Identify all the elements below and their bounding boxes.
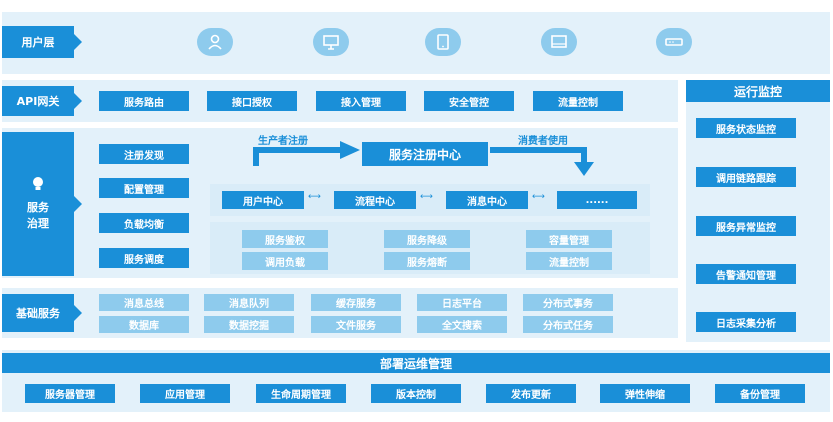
user-icon [197,28,233,56]
governance-grid-item: 容量管理 [526,230,612,248]
base-services-label: 基础服务 [2,294,74,332]
user-layer-label: 用户层 [2,26,74,58]
base-item: 数据库 [99,316,189,333]
monitor-item: 告警通知管理 [696,264,796,284]
monitor-item: 服务状态监控 [696,118,796,138]
deploy-item: 发布更新 [486,384,576,403]
registry-center: 服务注册中心 [362,142,488,166]
base-item: 分布式任务 [523,316,613,333]
base-item: 全文搜索 [417,316,507,333]
governance-left-item: 负载均衡 [99,213,189,233]
base-item: 日志平台 [417,294,507,311]
center-item: 消息中心 [446,191,528,209]
base-item: 缓存服务 [311,294,401,311]
tablet-icon [425,28,461,56]
deploy-item: 弹性伸缩 [600,384,690,403]
api-item: 流量控制 [533,91,623,111]
base-item: 文件服务 [311,316,401,333]
router-icon [656,28,692,56]
governance-left-item: 服务调度 [99,248,189,268]
monitor-item: 调用链路跟踪 [696,167,796,187]
deploy-item: 应用管理 [140,384,230,403]
base-item: 消息总线 [99,294,189,311]
governance-grid-item: 服务熔断 [384,252,470,270]
base-item: 消息队列 [204,294,294,311]
api-item: 接入管理 [316,91,406,111]
base-item: 分布式事务 [523,294,613,311]
monitor-title: 运行监控 [686,80,830,102]
api-item: 安全管控 [424,91,514,111]
monitor-icon [541,28,577,56]
deploy-item: 生命周期管理 [256,384,346,403]
api-gateway-label: API网关 [2,86,74,116]
deploy-item: 版本控制 [371,384,461,403]
monitor-item: 服务异常监控 [696,216,796,236]
deploy-item: 备份管理 [715,384,805,403]
base-item: 数据挖掘 [204,316,294,333]
desktop-icon [313,28,349,56]
governance-label: 服务 治理 [2,132,74,276]
double-arrow-icon: ⟷ [532,192,545,202]
center-item: 用户中心 [222,191,304,209]
lightbulb-icon [33,177,43,190]
consumer-label: 消费者使用 [518,136,568,147]
governance-label-text: 服务 治理 [27,201,49,230]
monitor-item: 日志采集分析 [696,312,796,332]
consumer-arrow [490,147,594,176]
governance-grid-item: 调用负载 [242,252,328,270]
center-item: ...... [557,191,637,209]
governance-left-item: 配置管理 [99,178,189,198]
center-item: 流程中心 [334,191,416,209]
user-layer-band [2,12,830,74]
api-item: 服务路由 [99,91,189,111]
deploy-item: 服务器管理 [25,384,115,403]
governance-grid-item: 服务鉴权 [242,230,328,248]
producer-arrow [253,141,360,166]
double-arrow-icon: ⟷ [308,192,321,202]
double-arrow-icon: ⟷ [420,192,433,202]
governance-grid-item: 服务降级 [384,230,470,248]
deploy-title: 部署运维管理 [2,353,830,373]
governance-grid-item: 流量控制 [526,252,612,270]
governance-left-item: 注册发现 [99,144,189,164]
api-item: 接口授权 [207,91,297,111]
producer-label: 生产者注册 [258,136,308,147]
